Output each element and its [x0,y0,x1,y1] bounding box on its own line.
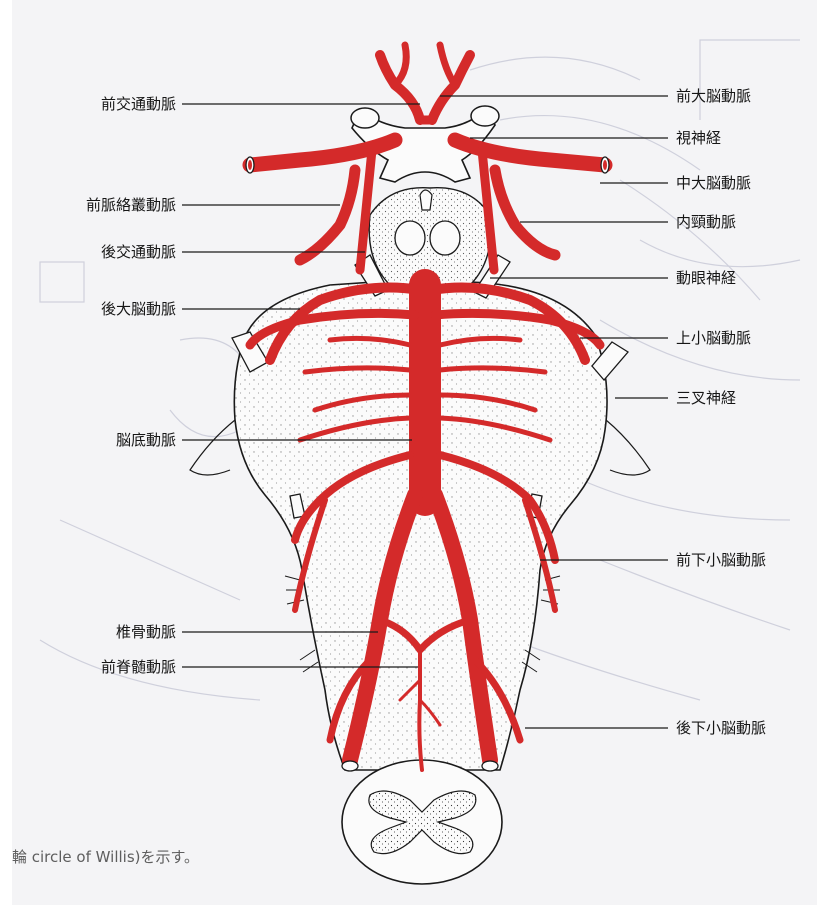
label-anterior-spinal-artery: 前脊髄動脈 [60,658,176,676]
figure-caption: 輪 circle of Willis)を示す。 [12,846,199,867]
label-posterior-cerebral-artery: 後大脳動脈 [70,300,176,318]
label-middle-cerebral-artery: 中大脳動脈 [676,174,751,192]
label-anterior-choroidal-artery: 前脈絡叢動脈 [40,196,176,214]
label-anterior-inferior-cerebellar-artery: 前下小脳動脈 [676,551,766,569]
label-optic-nerve: 視神経 [676,129,721,147]
label-basilar-artery: 脳底動脈 [70,431,176,449]
label-trigeminal-nerve: 三叉神経 [676,389,736,407]
label-internal-carotid-artery: 内頸動脈 [676,213,736,231]
label-anterior-communicating-artery: 前交通動脈 [70,95,176,113]
label-vertebral-artery: 椎骨動脈 [70,623,176,641]
label-posterior-inferior-cerebellar-artery: 後下小脳動脈 [676,719,766,737]
label-superior-cerebellar-artery: 上小脳動脈 [676,329,751,347]
label-anterior-cerebral-artery: 前大脳動脈 [676,87,751,105]
label-posterior-communicating-artery: 後交通動脈 [70,243,176,261]
label-oculomotor-nerve: 動眼神経 [676,269,736,287]
